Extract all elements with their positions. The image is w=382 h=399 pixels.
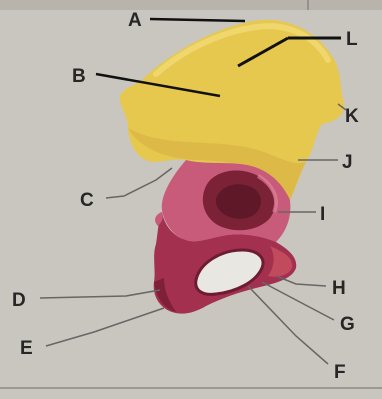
label-a: A bbox=[128, 10, 142, 31]
top-strip bbox=[0, 0, 382, 10]
label-d: D bbox=[12, 290, 26, 311]
label-e: E bbox=[20, 338, 33, 359]
label-b: B bbox=[72, 66, 86, 87]
label-h: H bbox=[332, 278, 346, 299]
label-c: C bbox=[80, 190, 94, 211]
label-f: F bbox=[334, 362, 346, 383]
label-l: L bbox=[346, 29, 358, 50]
label-k: K bbox=[345, 106, 359, 127]
label-j: J bbox=[342, 152, 353, 173]
label-g: G bbox=[340, 314, 355, 335]
label-i: I bbox=[320, 204, 325, 225]
